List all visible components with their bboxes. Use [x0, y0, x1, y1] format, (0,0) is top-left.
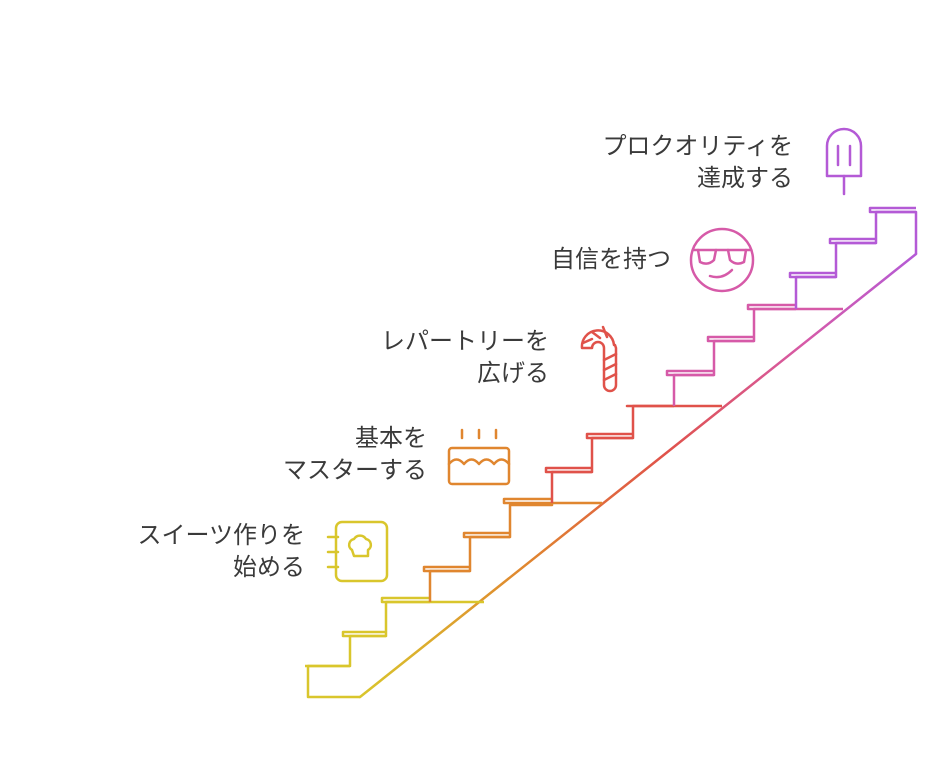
candy-cane-icon — [580, 325, 618, 393]
step-group-4-treads — [665, 303, 843, 406]
label-line: プロクオリティを — [602, 132, 793, 160]
label-line: レパートリーを — [381, 327, 549, 355]
step-label-master-basics: 基本を マスターする — [283, 422, 427, 486]
label-line: 始める — [233, 553, 305, 581]
step-group-2-treads — [422, 497, 602, 602]
label-line: 達成する — [697, 164, 793, 192]
label-line: 自信を持つ — [551, 245, 671, 273]
cake-icon — [447, 428, 511, 486]
sunglasses-smiley-icon — [689, 227, 755, 293]
stair-stringer — [358, 252, 918, 699]
label-line: マスターする — [283, 456, 427, 484]
step-group-1-treads — [305, 596, 484, 699]
label-line: 基本を — [355, 424, 427, 452]
step-label-start-making-sweets: スイーツ作りを 始める — [137, 519, 305, 583]
step-group-3-treads — [544, 404, 722, 503]
step-group-5-treads — [788, 206, 918, 309]
step-label-gain-confidence: 自信を持つ — [551, 243, 671, 275]
label-line: 広げる — [477, 359, 549, 387]
step-label-expand-repertoire: レパートリーを 広げる — [381, 325, 549, 389]
recipe-book-icon — [326, 520, 389, 583]
step-label-achieve-pro-quality: プロクオリティを 達成する — [602, 130, 793, 194]
label-line: スイーツ作りを — [137, 521, 305, 549]
popsicle-icon — [825, 127, 863, 196]
